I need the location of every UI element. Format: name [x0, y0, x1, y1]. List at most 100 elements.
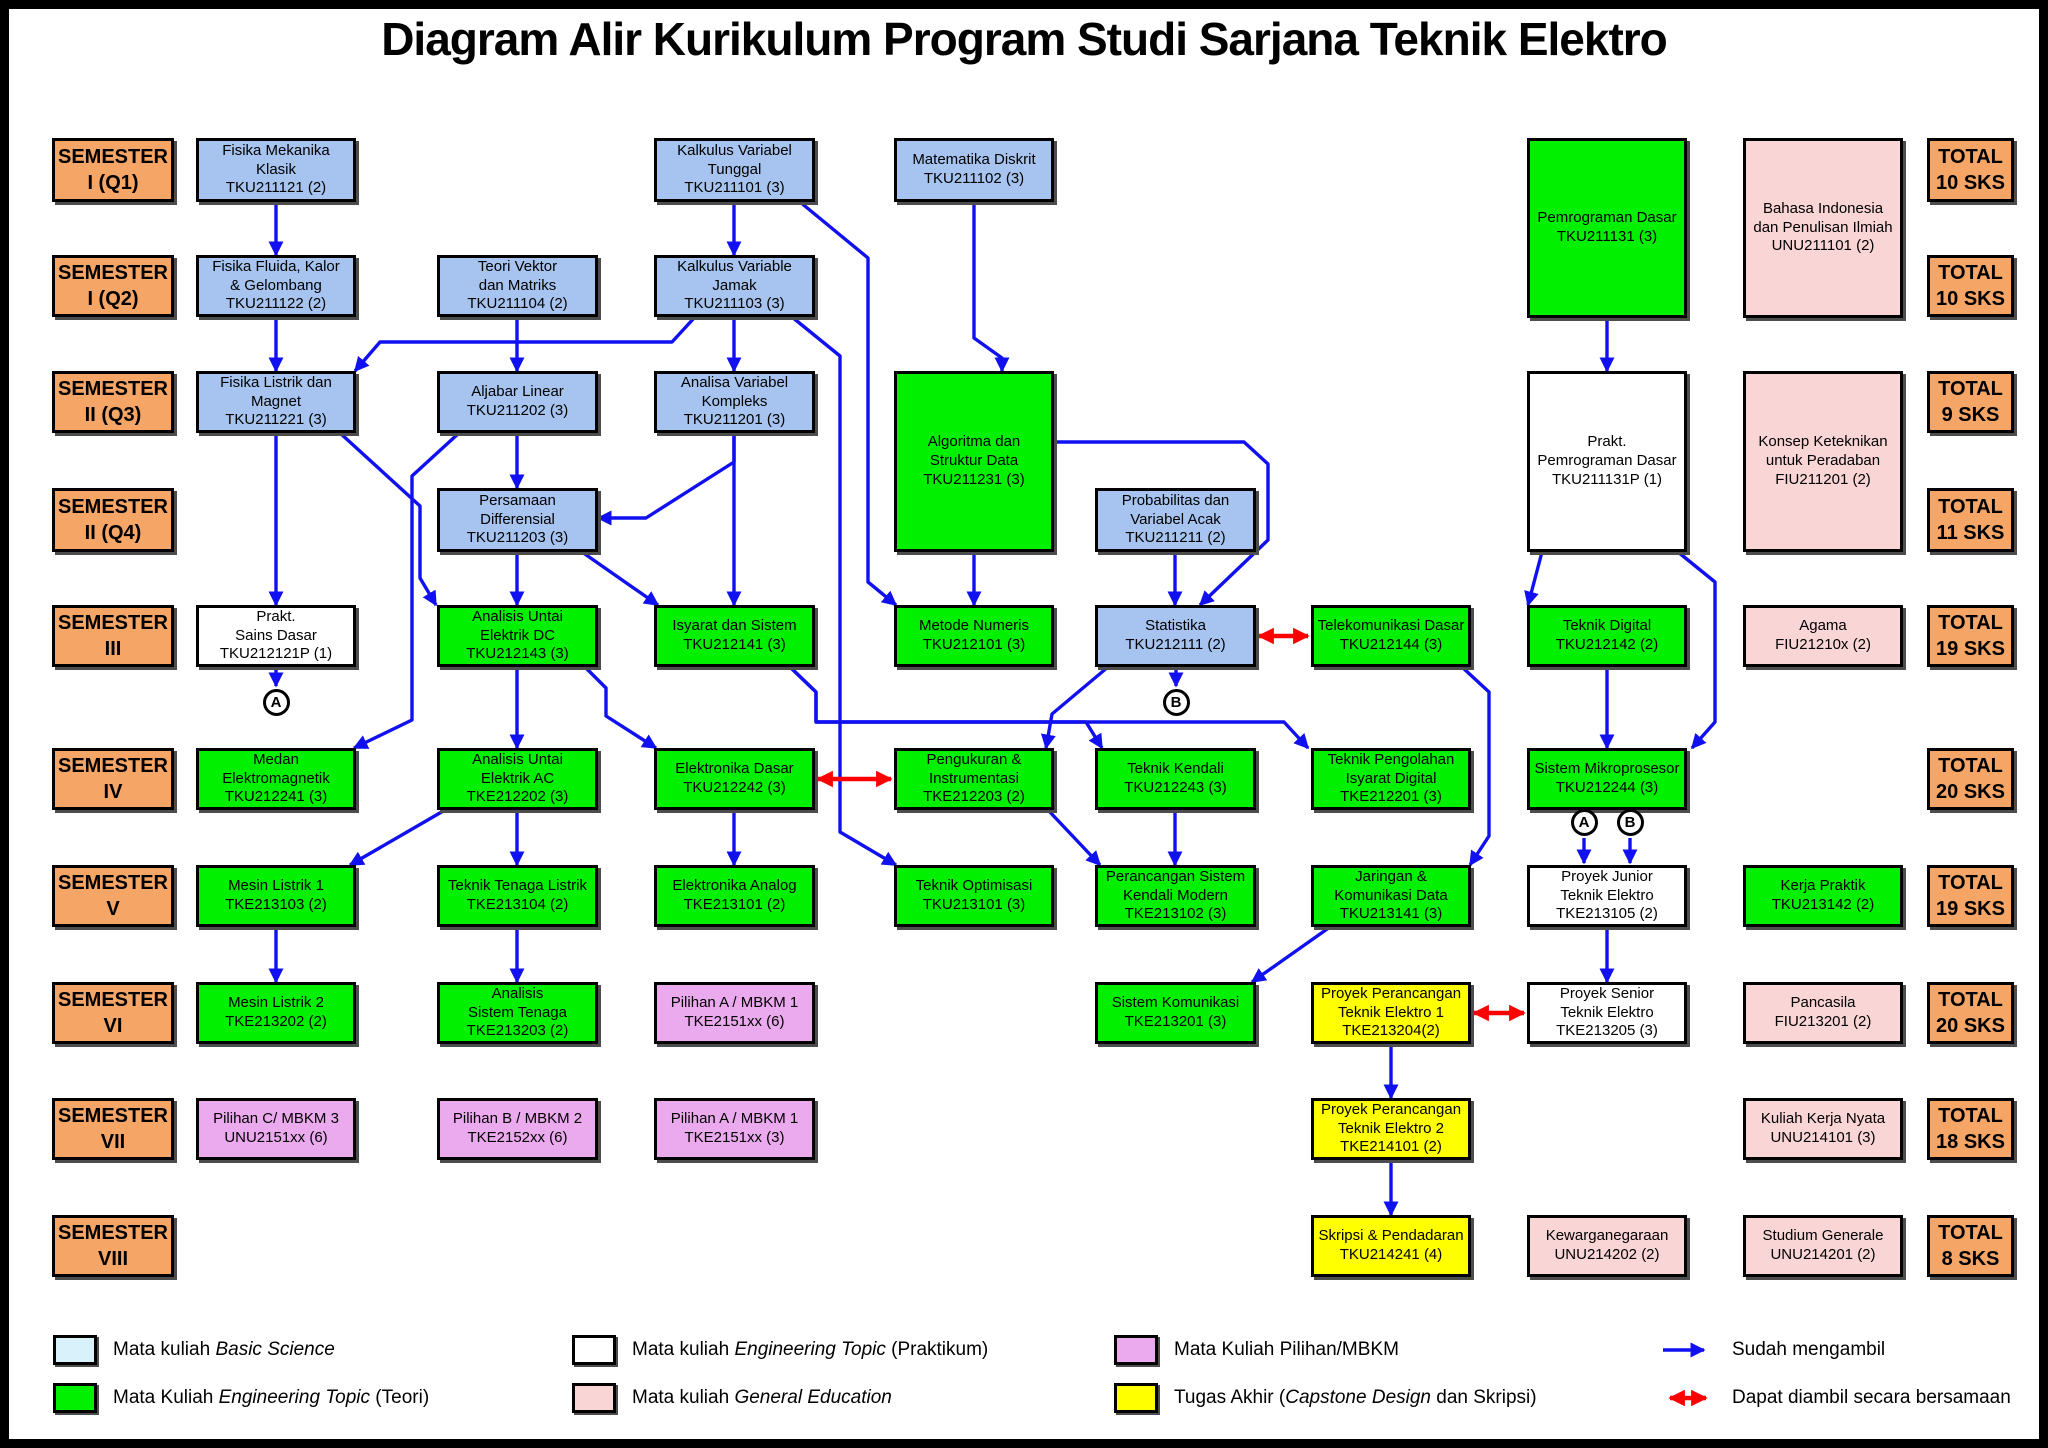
course-code: FIU21210x (2) — [1775, 636, 1871, 653]
prerequisite-arrow — [790, 315, 898, 867]
course-name-line: Pancasila — [1790, 994, 1856, 1012]
course-code: TKU213142 (2) — [1771, 896, 1875, 913]
course-name-line: Komunikasi Data — [1334, 886, 1448, 904]
connector-letter: A — [1578, 813, 1590, 831]
legend-item-4: Mata Kuliah Pilihan/MBKM — [1114, 1333, 1399, 1367]
course-code: FIU211201 (2) — [1775, 470, 1871, 488]
semester-label-line: I (Q2) — [87, 288, 139, 310]
course-name-line: Skripsi & Pendadaran — [1318, 1227, 1464, 1245]
course-code: TKU211104 (2) — [467, 295, 568, 313]
course-code: TKU211231 (3) — [923, 470, 1025, 488]
prerequisite-arrow — [788, 665, 1310, 750]
course-name-line: Elektronika Dasar — [675, 760, 794, 778]
course-name-line: dan Matriks — [478, 276, 557, 294]
total-label: TOTAL — [1938, 612, 2003, 634]
legend-arrow-label: Sudah mengambil — [1732, 1339, 1886, 1360]
semester-label-line: SEMESTER — [57, 262, 169, 284]
course-name-line: Teknik Pengolahan — [1327, 750, 1455, 768]
legend-item-3: Mata kuliah General Education — [572, 1381, 892, 1415]
course-code: TKE213203 (2) — [466, 1022, 569, 1040]
legend-item-5: Tugas Akhir (Capstone Design dan Skripsi… — [1114, 1381, 1537, 1415]
course-code: UNU214201 (2) — [1770, 1246, 1876, 1263]
course-code: TKU212243 (3) — [1124, 779, 1227, 796]
course-code: TKU214241 (4) — [1339, 1246, 1443, 1263]
course-code: TKU211202 (3) — [466, 402, 569, 419]
connector-b-target: B — [1616, 808, 1644, 836]
course-code: TKU211131 (3) — [1556, 228, 1658, 245]
course-name-line: Teknik Elektro 2 — [1338, 1119, 1444, 1137]
total-label: TOTAL — [1938, 378, 2003, 400]
connector-letter: B — [1624, 813, 1636, 831]
course-name-line: Jamak — [712, 276, 757, 294]
course-name-line: Proyek Senior — [1559, 984, 1655, 1002]
course-name-line: Aljabar Linear — [471, 383, 564, 401]
legend-label: Mata kuliah General Education — [632, 1387, 892, 1408]
course-name-line: Teori Vektor — [477, 257, 558, 275]
course-name-line: & Gelombang — [230, 276, 322, 294]
connector-letter: B — [1170, 693, 1182, 711]
course-name-line: Teknik Digital — [1562, 617, 1652, 635]
semester-label-line: SEMESTER — [57, 378, 169, 400]
prerequisite-arrow — [788, 665, 1104, 750]
total-label: TOTAL — [1938, 755, 2003, 777]
course-name-line: Analisa Variabel — [680, 373, 789, 391]
course-name-line: Kendali Modern — [1122, 886, 1229, 904]
course-code: FIU213201 (2) — [1774, 1013, 1872, 1030]
prerequisite-arrow — [1524, 551, 1544, 607]
course-name-line: Probabilitas dan — [1121, 491, 1230, 509]
legend-swatch — [53, 1335, 97, 1365]
course-code: TKU211203 (3) — [466, 529, 569, 547]
legend-swatch — [1114, 1335, 1158, 1365]
course-name-line: Algoritma dan — [927, 433, 1021, 451]
course-code: TKE2151xx (3) — [684, 1129, 785, 1146]
course-code: TKE213205 (3) — [1556, 1022, 1658, 1040]
semester-label-line: IV — [103, 781, 123, 803]
course-code: TKE213102 (3) — [1124, 905, 1227, 923]
course-name-line: Pilihan B / MBKM 2 — [452, 1110, 583, 1128]
course-name-line: Bahasa Indonesia — [1762, 199, 1884, 217]
total-label: TOTAL — [1938, 1105, 2003, 1127]
semester-label-line: I (Q1) — [87, 172, 139, 194]
course-code: TKU212244 (3) — [1555, 779, 1659, 796]
course-code: TKU212242 (3) — [683, 779, 786, 796]
course-name-line: Magnet — [250, 392, 302, 410]
course-name-line: Kalkulus Variabel — [677, 141, 792, 159]
course-code: TKE213204(2) — [1342, 1022, 1440, 1040]
course-name-line: Teknik Kendali — [1127, 760, 1224, 778]
course-name-line: Persamaan — [479, 491, 556, 509]
prerequisite-arrow — [1250, 925, 1331, 984]
course-code: TKU213141 (3) — [1339, 905, 1443, 923]
legend-label: Mata Kuliah Engineering Topic (Teori) — [113, 1387, 430, 1408]
course-code: TKU212141 (3) — [683, 636, 786, 653]
course-code: TKU212241 (3) — [224, 788, 328, 806]
course-name-line: Isyarat dan Sistem — [672, 617, 797, 635]
course-code: TKE212203 (2) — [923, 788, 1025, 806]
course-name-line: Pilihan A / MBKM 1 — [670, 994, 799, 1012]
course-name-line: Instrumentasi — [928, 769, 1020, 787]
total-label: TOTAL — [1938, 989, 2003, 1011]
semester-label-line: II (Q3) — [84, 404, 142, 426]
course-code: TKU211101 (3) — [684, 179, 785, 197]
total-value: 18 SKS — [1936, 1131, 2005, 1153]
